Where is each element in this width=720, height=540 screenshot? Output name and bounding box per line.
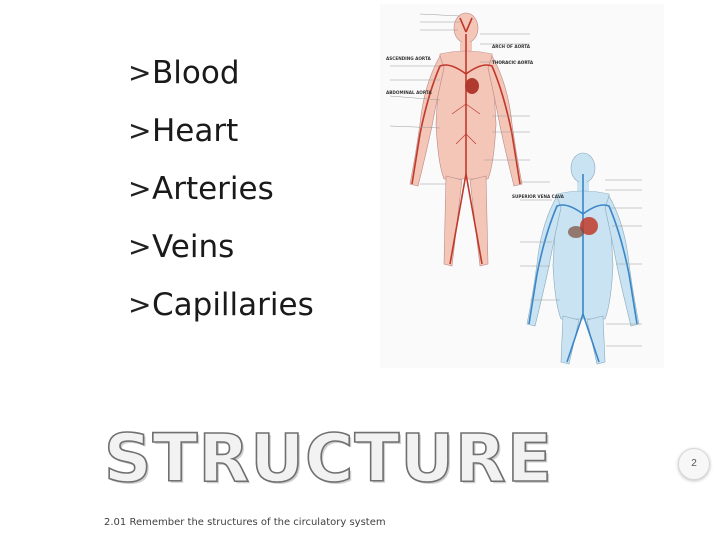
bullet-label: Arteries — [152, 171, 274, 207]
figure-label: ARCH OF AORTA — [492, 44, 531, 49]
figure-label: ASCENDING AORTA — [386, 56, 431, 61]
bullet-label: Heart — [152, 113, 239, 149]
bullet-item-arteries: > Arteries — [128, 160, 314, 218]
bullet-label: Capillaries — [152, 287, 314, 323]
page-number-badge: 2 — [678, 448, 710, 480]
bullet-item-veins: > Veins — [128, 218, 314, 276]
bullet-item-blood: > Blood — [128, 44, 314, 102]
bullet-label: Veins — [152, 229, 235, 265]
chevron-right-icon: > — [128, 288, 152, 321]
venous-system-figure — [526, 152, 640, 365]
circulatory-system-illustration: ARCH OF AORTA THORACIC AORTA ASCENDING A… — [380, 4, 664, 368]
chevron-right-icon: > — [128, 230, 152, 263]
figure-label: THORACIC AORTA — [492, 60, 534, 65]
label-leaders — [389, 13, 642, 347]
bullet-item-capillaries: > Capillaries — [128, 276, 314, 334]
slide-title: STRUCTURE — [103, 419, 553, 498]
figure-label: ABDOMINAL AORTA — [386, 90, 432, 95]
arterial-system-figure — [409, 12, 523, 267]
slide-subtitle: 2.01 Remember the structures of the circ… — [104, 517, 386, 528]
bullet-list: > Blood > Heart > Arteries > Veins > Cap… — [128, 44, 314, 334]
figure-section-labels: ARCH OF AORTA THORACIC AORTA ASCENDING A… — [386, 44, 565, 199]
chevron-right-icon: > — [128, 172, 152, 205]
figure-label: SUPERIOR VENA CAVA — [512, 194, 565, 199]
bullet-item-heart: > Heart — [128, 102, 314, 160]
chevron-right-icon: > — [128, 114, 152, 147]
chevron-right-icon: > — [128, 56, 152, 89]
bullet-label: Blood — [152, 55, 240, 91]
